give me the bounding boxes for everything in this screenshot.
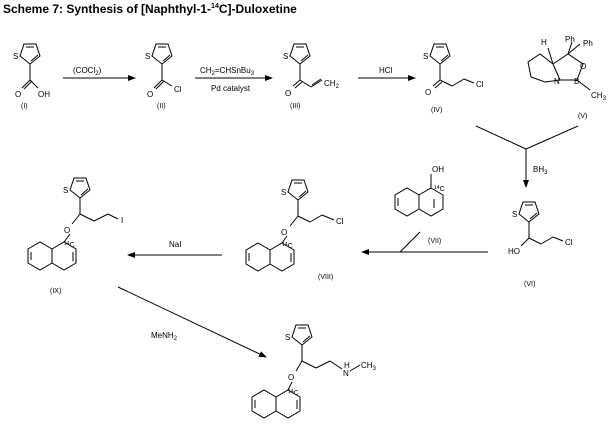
reagent-hcl: HCl (379, 66, 393, 75)
compound-viii-chlorine-atom: Cl (336, 217, 344, 226)
reagent-vinyltributyltin: CH2=CHSnBu3 (200, 66, 255, 77)
duloxetine-amine-hydrogen: H (344, 361, 350, 370)
compound-iv-structure: S O Cl (IV) (423, 43, 484, 114)
reaction-arrow-step-5-reagent-branch (399, 231, 421, 253)
compound-v-oxygen-atom: O (580, 62, 586, 71)
compound-i-label: (I) (21, 103, 28, 110)
compound-vii-carbon-14-label: 14C (434, 185, 445, 193)
reaction-arrow-step-4-branch-v (525, 125, 579, 150)
duloxetine-oxygen-atom: O (288, 373, 294, 382)
reagent-methylamine: MeNH2 (151, 331, 178, 342)
compound-iv-oxygen-atom: O (425, 88, 431, 97)
duloxetine-carbon-14-label: 14C (288, 389, 299, 397)
compound-ii-chlorine-atom: Cl (174, 85, 182, 94)
compound-vii-structure: OH 14C (VII) (394, 165, 445, 245)
scheme-title: Scheme 7: Synthesis of [Naphthyl-1-14C]-… (3, 2, 297, 16)
compound-i-structure: S O OH (I) (13, 43, 50, 110)
compound-v-nitrogen-atom: N (554, 77, 560, 86)
compound-ix-structure: S O I 14C (IX) (27, 177, 123, 295)
compound-i-hydroxyl-group: OH (38, 90, 50, 99)
compound-viii-oxygen-atom: O (281, 228, 287, 237)
duloxetine-methyl-group: CH3 (361, 361, 377, 372)
duloxetine-product-structure: S O N H CH3 14C (251, 324, 377, 419)
compound-ix-oxygen-atom: O (64, 226, 70, 235)
compound-ix-sulfur-atom: S (63, 186, 68, 195)
compound-iv-sulfur-atom: S (423, 52, 428, 61)
reagent-oxalyl-chloride: (COCl2) (73, 66, 102, 77)
compound-v-boron-atom: B (574, 77, 579, 86)
title-isotope-mass: 14 (211, 3, 219, 10)
compound-iv-chlorine-atom: Cl (476, 80, 484, 89)
compound-iii-sulfur-atom: S (283, 52, 288, 61)
title-suffix: C]-Duloxetine (218, 2, 297, 16)
title-prefix: Scheme 7: Synthesis of [Naphthyl-1- (3, 2, 212, 16)
reaction-arrow-step-4-branch-iv (475, 125, 527, 150)
compound-iii-label: (III) (290, 103, 301, 110)
compound-v-structure: H Ph Ph O N B CH3 (V) (527, 35, 607, 120)
compound-ix-iodine-atom: I (121, 216, 123, 225)
compound-vi-label: (VI) (524, 281, 535, 288)
compound-v-methyl-group: CH3 (591, 91, 607, 102)
reagent-pd-catalyst: Pd catalyst (211, 84, 251, 93)
compound-iv-label: (IV) (431, 107, 442, 114)
compound-viii-label: (VIII) (318, 274, 333, 281)
compound-ii-label: (II) (157, 103, 166, 110)
compound-v-phenyl-group-2: Ph (583, 39, 593, 48)
compound-ii-structure: S O Cl (II) (145, 43, 182, 110)
compound-vii-label: (VII) (428, 238, 441, 245)
compound-ii-sulfur-atom: S (145, 52, 150, 61)
compound-i-oxygen-atom: O (15, 90, 21, 99)
reagent-sodium-iodide: NaI (169, 240, 181, 249)
duloxetine-sulfur-atom: S (285, 333, 290, 342)
compound-iii-structure: S O CH2 (III) (283, 43, 340, 110)
reaction-arrow-step-7 (117, 286, 267, 358)
compound-vi-sulfur-atom: S (512, 210, 517, 219)
reagent-borane: BH3 (533, 165, 548, 176)
duloxetine-nitrogen-atom: N (343, 369, 349, 378)
compound-v-label: (V) (578, 113, 587, 120)
compound-v-hydrogen-atom: H (541, 38, 547, 47)
compound-viii-sulfur-atom: S (281, 188, 286, 197)
compound-vi-chlorine-atom: Cl (565, 238, 573, 247)
compound-vii-hydroxyl-group: OH (432, 165, 444, 174)
compound-iii-methylene-group: CH2 (324, 79, 340, 90)
compound-vi-structure: S HO Cl (VI) (508, 201, 573, 288)
compound-iii-oxygen-atom: O (285, 89, 291, 98)
compound-viii-structure: S O Cl 14C (VIII) (245, 179, 344, 281)
compound-viii-carbon-14-label: 14C (282, 242, 293, 250)
compound-v-phenyl-group-1: Ph (565, 35, 575, 44)
compound-ix-label: (IX) (50, 288, 61, 295)
compound-ix-carbon-14-label: 14C (64, 241, 75, 249)
compound-vi-hydroxyl-group: HO (508, 247, 520, 256)
compound-i-sulfur-atom: S (13, 52, 18, 61)
compound-ii-oxygen-atom: O (147, 90, 153, 99)
